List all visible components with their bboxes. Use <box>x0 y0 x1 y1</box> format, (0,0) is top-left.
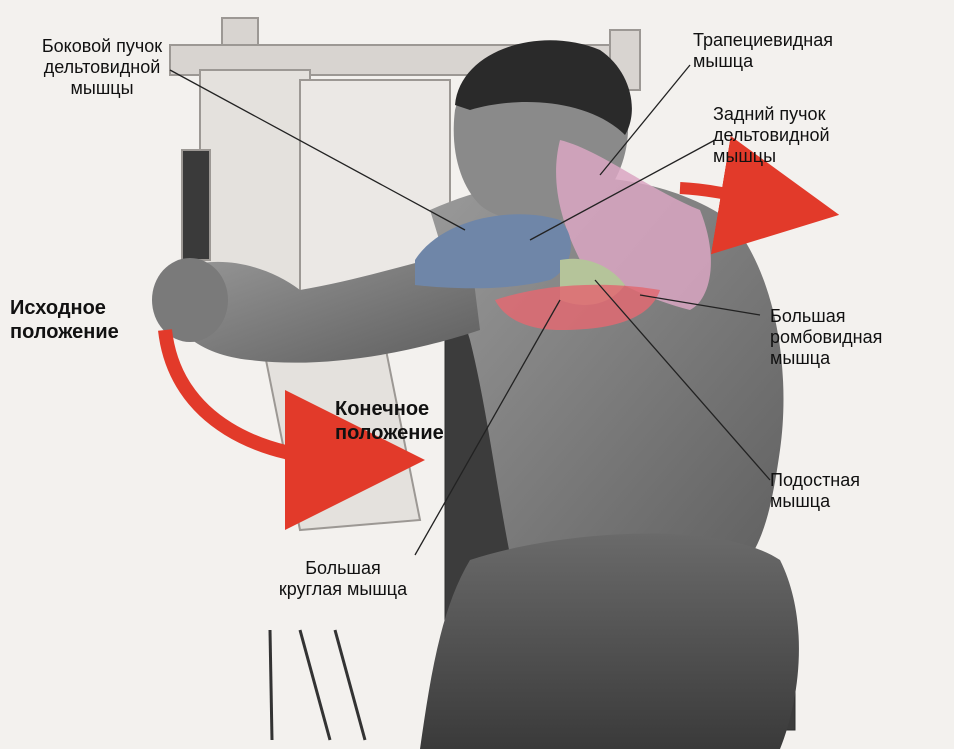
label-line: Подостная <box>770 470 860 491</box>
label-trapezius: Трапециевидная мышца <box>693 30 833 72</box>
label-line: мышца <box>770 491 860 512</box>
label-teres-major: Большая круглая мышца <box>258 558 428 600</box>
label-line: Боковой пучок <box>22 36 182 57</box>
label-line: положение <box>10 320 119 344</box>
label-posterior-deltoid: Задний пучок дельтовидной мышцы <box>713 104 830 167</box>
label-line: мышцы <box>22 78 182 99</box>
label-line: Исходное <box>10 296 119 320</box>
hand <box>152 258 228 342</box>
label-end-position: Конечное положение <box>335 397 444 445</box>
label-line: Трапециевидная <box>693 30 833 51</box>
label-line: мышцы <box>713 146 830 167</box>
label-line: положение <box>335 421 444 445</box>
label-lateral-deltoid: Боковой пучок дельтовидной мышцы <box>22 36 182 99</box>
label-rhomboid-major: Большая ромбовидная мышца <box>770 306 882 369</box>
label-infraspinatus: Подостная мышца <box>770 470 860 512</box>
machine-legs <box>270 630 365 740</box>
label-line: Конечное <box>335 397 444 421</box>
shorts <box>420 534 799 749</box>
label-line: мышца <box>693 51 833 72</box>
label-line: дельтовидной <box>713 125 830 146</box>
label-line: круглая мышца <box>258 579 428 600</box>
label-line: Большая <box>770 306 882 327</box>
label-line: мышца <box>770 348 882 369</box>
label-start-position: Исходное положение <box>10 296 119 344</box>
label-line: Задний пучок <box>713 104 830 125</box>
label-line: ромбовидная <box>770 327 882 348</box>
label-line: дельтовидной <box>22 57 182 78</box>
label-line: Большая <box>258 558 428 579</box>
